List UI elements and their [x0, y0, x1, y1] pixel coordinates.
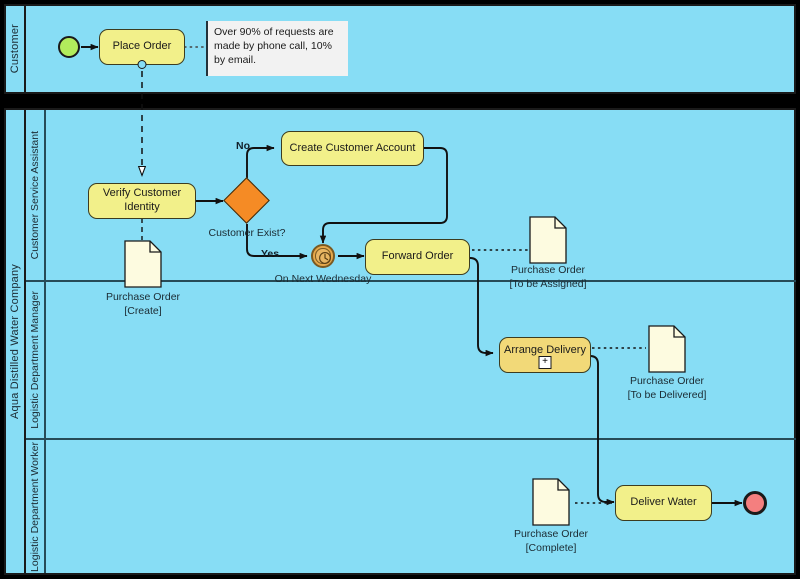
message-attachment-dot: [137, 59, 147, 69]
po-complete-name: Purchase Order: [513, 528, 589, 540]
lane-ldw-header: Logistic Department Worker: [26, 440, 46, 573]
task-verify-customer-identity[interactable]: Verify Customer Identity: [88, 183, 196, 219]
gateway-customer-exist-label: Customer Exist?: [208, 227, 286, 239]
lane-divider-1: [26, 280, 796, 282]
document-icon: [648, 325, 686, 373]
po-delivered-name: Purchase Order: [629, 375, 705, 387]
lane-customer-service-assistant: Customer Service Assistant: [26, 110, 796, 280]
task-arrange-delivery[interactable]: Arrange Delivery +: [499, 337, 591, 373]
end-event[interactable]: [743, 491, 767, 515]
lane-divider-2: [26, 438, 796, 440]
start-event[interactable]: [58, 36, 80, 58]
po-complete-state: [Complete]: [525, 541, 577, 554]
document-icon: [529, 216, 567, 264]
document-icon: [124, 240, 162, 288]
subprocess-marker-icon: +: [538, 356, 552, 369]
lane-ldw-label: Logistic Department Worker: [29, 441, 41, 572]
po-assigned-name: Purchase Order: [510, 264, 586, 276]
pool-customer-header: Customer: [6, 6, 26, 92]
data-object-po-delivered-caption: Purchase Order [To be Delivered]: [607, 375, 727, 402]
data-object-po-assigned-caption: Purchase Order [To be Assigned]: [488, 264, 608, 291]
lane-csa-header: Customer Service Assistant: [26, 110, 46, 280]
po-create-name: Purchase Order: [105, 291, 181, 303]
flow-label-yes: Yes: [261, 248, 280, 260]
data-object-po-delivered[interactable]: [648, 325, 686, 373]
task-forward-order-label: Forward Order: [381, 250, 454, 263]
lane-logistic-department-worker: Logistic Department Worker: [26, 440, 796, 573]
task-place-order[interactable]: Place Order: [99, 29, 185, 69]
timer-intermediate-event[interactable]: [311, 244, 335, 268]
po-create-state: [Create]: [124, 304, 162, 317]
document-icon: [532, 478, 570, 526]
lane-ldm-label: Logistic Department Manager: [29, 291, 41, 429]
pool-company-label: Aqua Distilled Water Company: [9, 264, 21, 419]
data-object-po-assigned[interactable]: [529, 216, 567, 264]
task-place-order-label: Place Order: [112, 40, 172, 53]
pool-company-header: Aqua Distilled Water Company: [6, 110, 26, 573]
timer-event-label: On Next Wednesday: [274, 273, 372, 285]
data-object-po-complete[interactable]: [532, 478, 570, 526]
task-create-customer-account-label: Create Customer Account: [289, 141, 416, 154]
data-object-po-create[interactable]: [124, 240, 162, 288]
task-deliver-water-label: Deliver Water: [630, 496, 697, 509]
task-create-customer-account[interactable]: Create Customer Account: [281, 131, 424, 166]
annotation-requests-text: Over 90% of requests are made by phone c…: [214, 26, 334, 66]
task-forward-order[interactable]: Forward Order: [365, 239, 470, 275]
task-deliver-water[interactable]: Deliver Water: [615, 485, 712, 521]
pool-customer-label: Customer: [9, 24, 21, 74]
clock-icon: [319, 252, 331, 264]
task-verify-customer-identity-label: Verify Customer Identity: [102, 187, 182, 213]
po-assigned-state: [To be Assigned]: [509, 277, 587, 290]
po-delivered-state: [To be Delivered]: [627, 388, 707, 401]
data-object-po-complete-caption: Purchase Order [Complete]: [491, 528, 611, 555]
lane-ldm-header: Logistic Department Manager: [26, 282, 46, 438]
flow-label-no: No: [236, 140, 250, 152]
annotation-requests: Over 90% of requests are made by phone c…: [206, 21, 348, 76]
lane-csa-label: Customer Service Assistant: [29, 130, 41, 260]
data-object-po-create-caption: Purchase Order [Create]: [83, 291, 203, 318]
lane-logistic-department-manager: Logistic Department Manager: [26, 282, 796, 438]
